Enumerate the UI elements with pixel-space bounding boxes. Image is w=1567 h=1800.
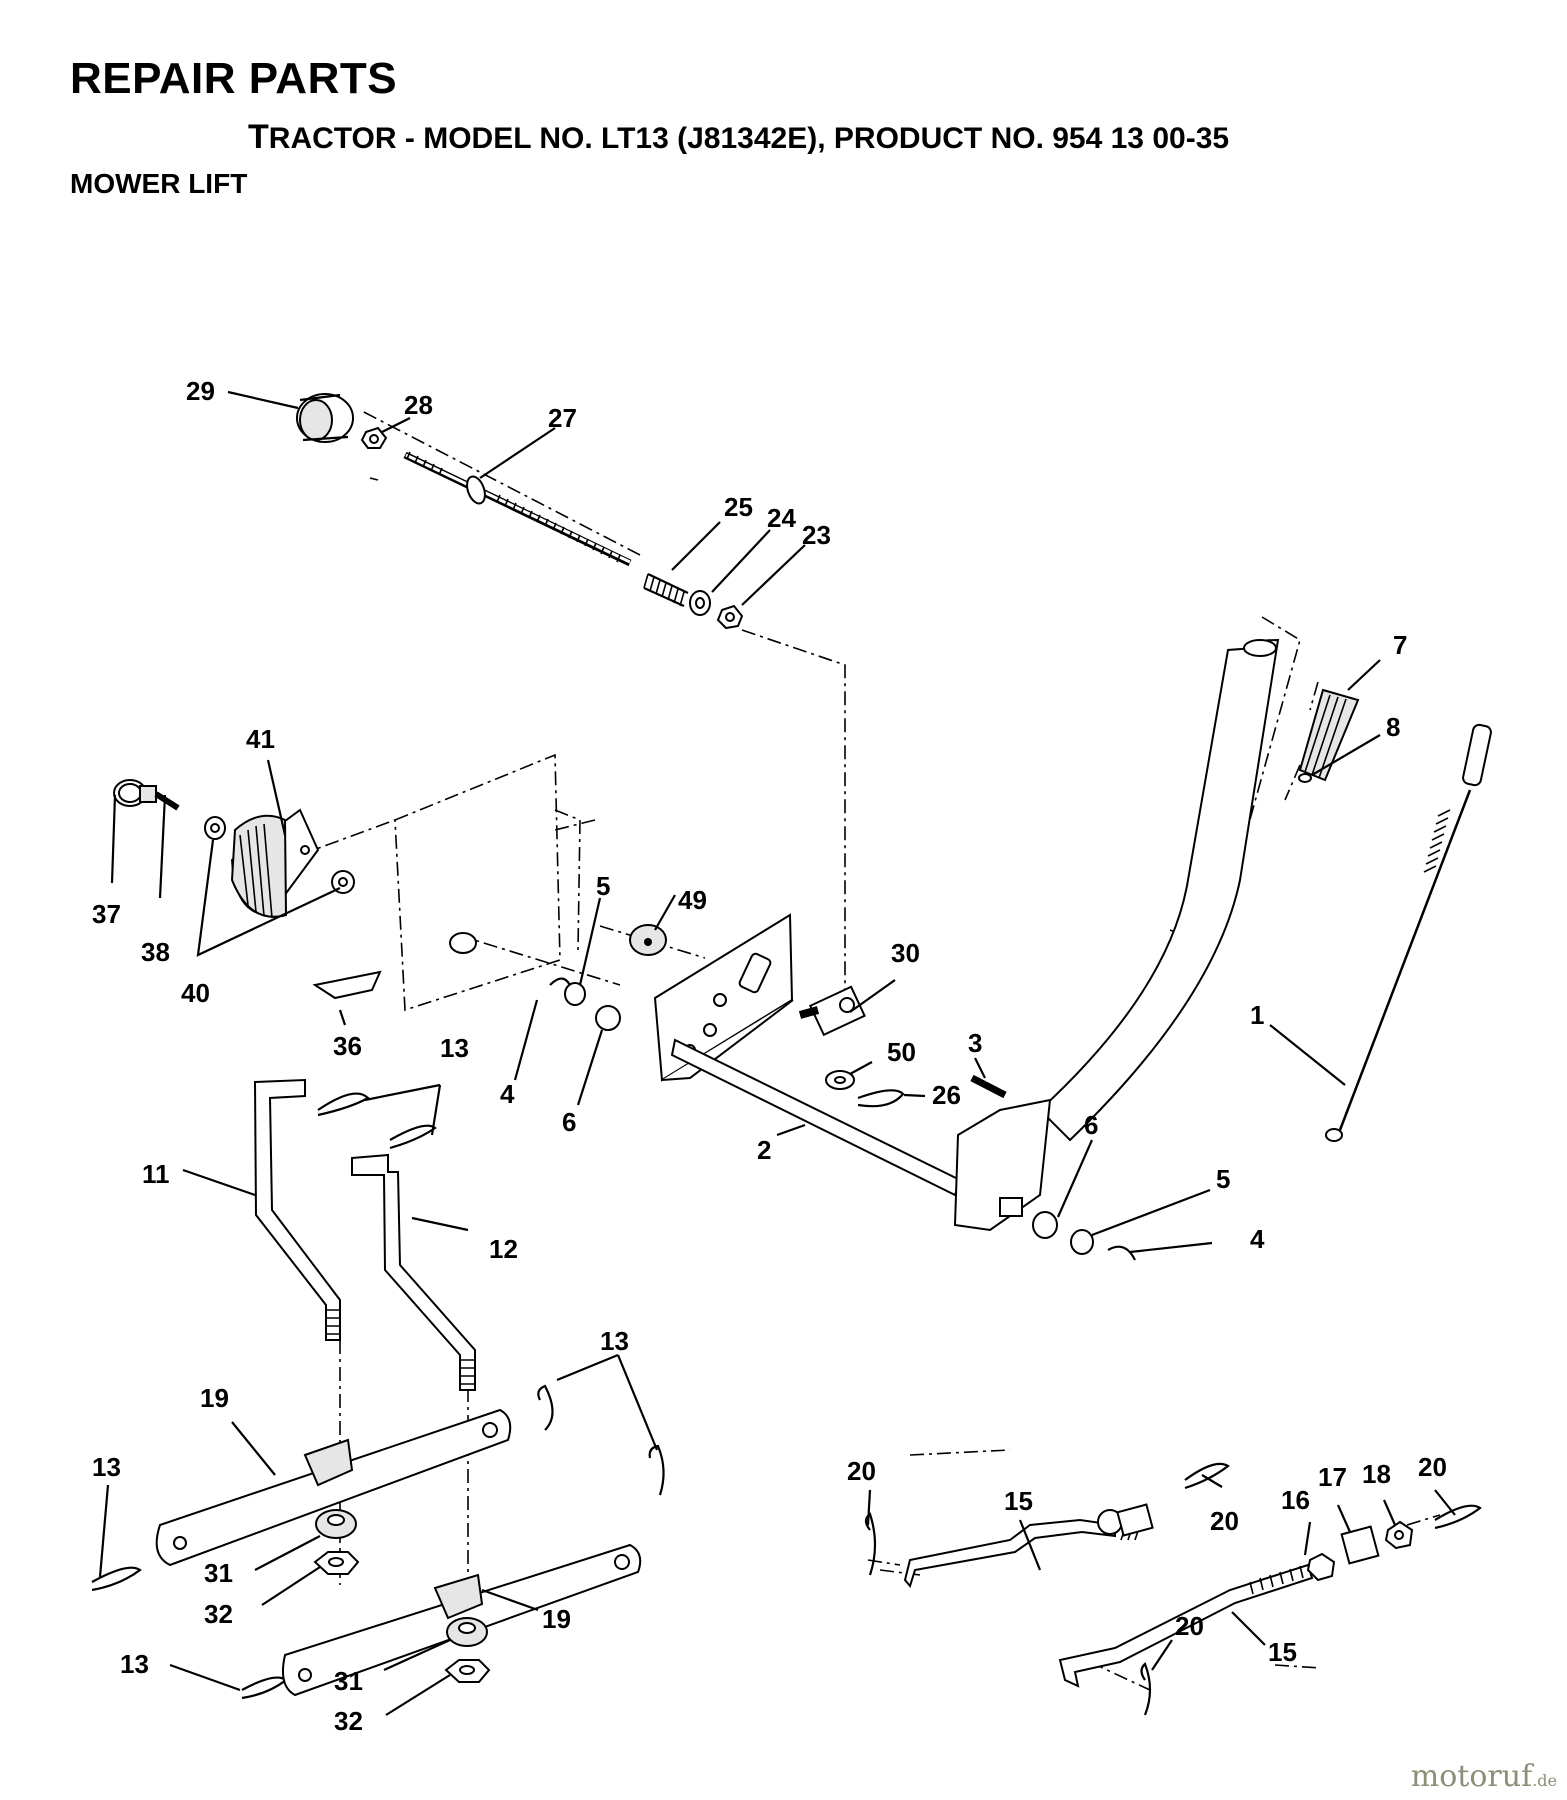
label-31-upper: 31 <box>204 1558 233 1588</box>
subtitle-text: RACTOR - MODEL NO. LT13 (J81342E), PRODU… <box>268 122 1230 155</box>
part-1-cable <box>1325 723 1492 1142</box>
label-40: 40 <box>181 978 210 1008</box>
label-32-lower: 32 <box>334 1706 363 1736</box>
frame-plate-reference <box>394 753 581 1012</box>
label-24: 24 <box>767 503 796 533</box>
label-19-upper: 19 <box>200 1383 229 1413</box>
label-49: 49 <box>678 885 707 915</box>
section-title: MOWER LIFT <box>70 168 248 199</box>
part-29-knob <box>296 393 354 443</box>
label-13-top: 13 <box>440 1033 469 1063</box>
label-36: 36 <box>333 1031 362 1061</box>
label-18: 18 <box>1362 1459 1391 1489</box>
part-27-threaded-rod <box>403 451 632 567</box>
label-26: 26 <box>932 1080 961 1110</box>
label-50: 50 <box>887 1037 916 1067</box>
label-37: 37 <box>92 899 121 929</box>
part-50-washer <box>825 1070 855 1090</box>
part-30-trunnion <box>798 985 866 1037</box>
label-11: 11 <box>142 1159 170 1189</box>
part-38-bolt <box>139 785 180 811</box>
part-36-clip <box>312 970 382 1000</box>
watermark-name: motoruf <box>1410 1759 1533 1794</box>
label-13-mid: 13 <box>600 1326 629 1356</box>
label-20-left: 20 <box>847 1456 876 1486</box>
label-38: 38 <box>141 937 170 967</box>
leader-lines <box>98 390 1456 1716</box>
label-23: 23 <box>802 520 831 550</box>
label-4-left: 4 <box>500 1079 515 1109</box>
label-8: 8 <box>1386 712 1400 742</box>
label-6-left: 6 <box>562 1107 576 1137</box>
label-15-lower: 15 <box>1268 1637 1297 1667</box>
label-15-upper: 15 <box>1004 1486 1033 1516</box>
part-labels: 29 28 27 25 24 23 7 8 41 37 38 40 5 49 3… <box>92 376 1447 1736</box>
part-20-hairpin-clips <box>864 1462 1482 1716</box>
part-23-nut <box>716 604 744 630</box>
clip-rings <box>549 977 1136 1261</box>
label-7: 7 <box>1393 630 1407 660</box>
part-12-lift-link <box>351 1153 476 1391</box>
part-37-ring <box>113 779 147 807</box>
part-31-32-hardware <box>313 1509 491 1683</box>
label-13-left: 13 <box>92 1452 121 1482</box>
label-16: 16 <box>1281 1485 1310 1515</box>
label-28: 28 <box>404 390 433 420</box>
part-28-nut <box>360 426 388 449</box>
part-40-washers <box>204 816 355 894</box>
label-1: 1 <box>1250 1000 1264 1030</box>
label-4-right: 4 <box>1250 1224 1265 1254</box>
label-3: 3 <box>968 1028 982 1058</box>
model-subtitle: TRACTOR - MODEL NO. LT13 (J81342E), PROD… <box>248 118 1229 157</box>
part-11-lift-link <box>253 1078 341 1341</box>
label-2: 2 <box>757 1135 771 1165</box>
label-5-right: 5 <box>1216 1164 1230 1194</box>
label-20-bottom: 20 <box>1175 1611 1204 1641</box>
part-3-roll-pin <box>970 1074 1007 1099</box>
watermark-logo: motoruf.de <box>1411 1759 1557 1794</box>
label-17: 17 <box>1318 1462 1347 1492</box>
label-6-right: 6 <box>1084 1110 1098 1140</box>
label-20-right: 20 <box>1418 1452 1447 1482</box>
part-13-hairpin-clips <box>91 1092 665 1700</box>
label-27: 27 <box>548 403 577 433</box>
part-19-lift-arms <box>155 1408 642 1697</box>
part-16-17-18-hardware <box>1097 1503 1414 1582</box>
label-13-bottom: 13 <box>120 1649 149 1679</box>
part-26-pin <box>857 1089 905 1108</box>
lift-lever-arm <box>953 638 1280 1232</box>
part-15-lift-rods <box>903 1518 1314 1688</box>
label-19-lower: 19 <box>542 1604 571 1634</box>
label-20-center: 20 <box>1210 1506 1239 1536</box>
part-25-spring <box>643 573 689 608</box>
watermark-tld: .de <box>1532 1771 1557 1790</box>
part-41-lift-handle-assembly <box>230 808 320 919</box>
label-12: 12 <box>489 1234 518 1264</box>
part-49-bushing <box>629 924 667 956</box>
label-32-upper: 32 <box>204 1599 233 1629</box>
label-25: 25 <box>724 492 753 522</box>
label-5-top: 5 <box>596 871 610 901</box>
page-title: REPAIR PARTS <box>70 54 398 103</box>
label-31-lower: 31 <box>334 1666 363 1696</box>
part-24-washer <box>689 590 711 616</box>
label-30: 30 <box>891 938 920 968</box>
label-29: 29 <box>186 376 215 406</box>
part-7-grip <box>1298 688 1360 782</box>
subtitle-initial: T <box>248 118 269 156</box>
label-41: 41 <box>246 724 275 754</box>
part-8-washer <box>1298 773 1312 783</box>
